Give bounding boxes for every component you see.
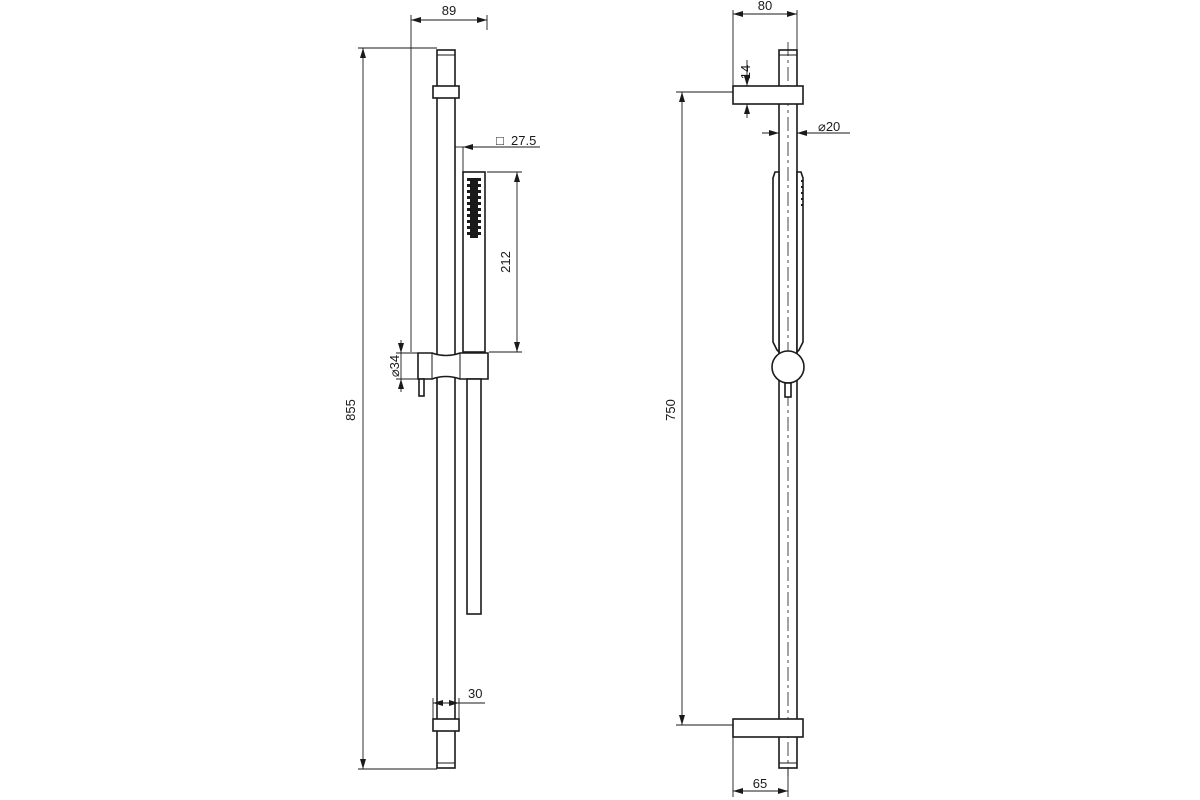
side-bottom-bracket [732,718,804,738]
dim-bracket-depth: 65 [732,737,789,797]
side-slider [771,350,805,384]
side-top-bracket [732,85,804,105]
dim-bracket-width-label: 30 [468,686,482,701]
front-view: 89 □ 27.5 212 ⌀34 [343,3,540,770]
dim-bracket-spacing-label: 750 [663,399,678,421]
handset-nozzles [467,178,481,238]
dim-total-height-label: 855 [343,399,358,421]
dim-bracket-depth-label: 65 [753,776,767,791]
dim-side-width-label: 80 [758,0,772,13]
dim-front-width-label: 89 [442,3,456,18]
dim-square-section-symbol: □ [496,133,504,148]
dim-slider-diameter: ⌀34 [387,340,418,392]
dim-side-width: 80 [732,0,798,86]
dim-rail-diameter: ⌀20 [762,119,850,136]
dim-handset-length-label: 212 [498,251,513,273]
dim-square-section-label: 27.5 [511,133,536,148]
dim-total-height: 855 [343,47,437,770]
dim-bracket-spacing: 750 [663,91,733,726]
front-slider [417,352,489,380]
dim-handset-length: 212 [487,171,522,353]
side-handset [772,171,780,354]
front-bottom-bracket [432,718,460,732]
dim-front-width: 89 [410,3,488,352]
front-top-bracket [432,85,460,99]
side-view: 80 14 ⌀20 750 65 [663,0,850,797]
dim-rail-diameter-label: ⌀20 [818,119,840,134]
front-rail [436,49,456,769]
front-hose [466,378,482,615]
dim-slider-diameter-label: ⌀34 [387,355,402,377]
dim-bracket-thickness-label: 14 [738,65,753,79]
dim-bracket-width: 30 [432,686,485,719]
side-slider-knob [784,382,792,398]
slider-knob [418,378,425,397]
dim-square-section: □ 27.5 [454,133,540,172]
dim-bracket-thickness: 14 [738,60,753,118]
side-handset-nozzles [801,180,803,206]
